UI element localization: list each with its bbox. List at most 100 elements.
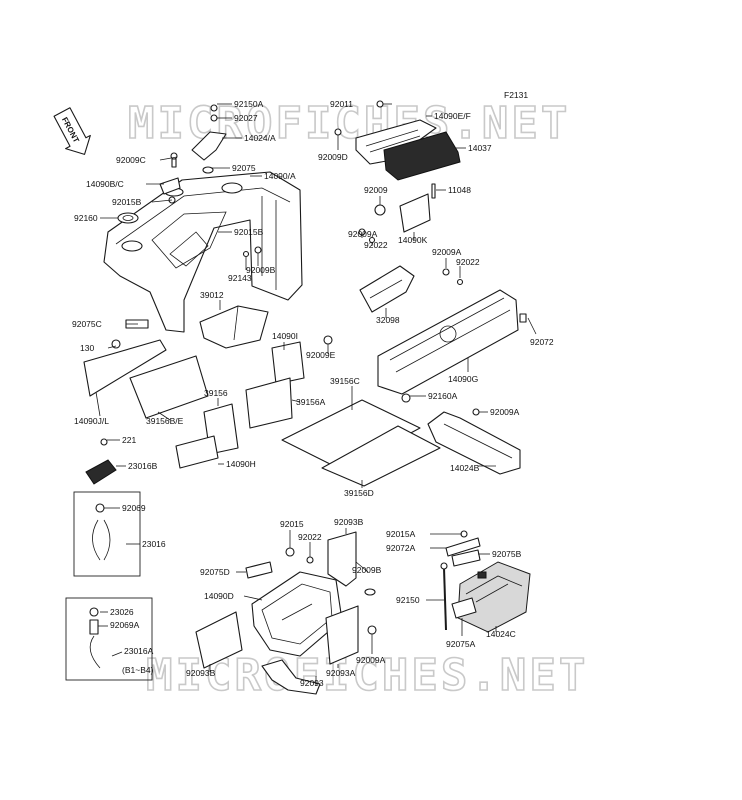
label-39156A: 39156A — [296, 397, 326, 407]
label-14090D: 14090D — [204, 591, 234, 601]
label-14024B: 14024B — [450, 463, 480, 473]
harness-23016A — [89, 607, 101, 669]
label-14090JL: 14090J/L — [74, 416, 109, 426]
fender-14090A — [103, 171, 303, 333]
label-92015: 92015 — [280, 519, 304, 529]
label-130: 130 — [80, 343, 94, 353]
nut-92015 — [285, 547, 314, 564]
sheet-39156C — [281, 399, 421, 471]
label-92069A: 92069A — [110, 620, 140, 630]
label-92160: 92160 — [74, 213, 98, 223]
label-14090H: 14090H — [226, 459, 256, 469]
holder-32098 — [358, 228, 415, 313]
rod-92150 — [440, 562, 448, 631]
pad-92075D — [245, 561, 273, 579]
label-221: 221 — [122, 435, 136, 445]
label-39156: 39156 — [204, 388, 228, 398]
label-92160A: 92160A — [428, 391, 458, 401]
label-11048: 11048 — [448, 185, 471, 195]
bracket-92093A — [325, 605, 377, 665]
label-92015A: 92015A — [386, 529, 416, 539]
label-92075C: 92075C — [72, 319, 102, 329]
label-92009C: 92009C — [116, 155, 146, 165]
label-92027: 92027 — [234, 113, 258, 123]
label-92022-2: 92022 — [456, 257, 480, 267]
label-92009A-3: 92009A — [490, 407, 520, 417]
label-14090EF: 14090E/F — [434, 111, 471, 121]
harness-23016-frame — [73, 491, 141, 577]
label-92093: 92093 — [300, 678, 324, 688]
label-23026: 23026 — [110, 607, 134, 617]
bracket-14024A — [191, 104, 227, 174]
inset-note: (B1~B4) — [122, 665, 154, 675]
label-92009: 92009 — [364, 185, 388, 195]
leader-lines — [95, 103, 537, 686]
label-92009D: 92009D — [318, 152, 348, 162]
label-39012: 39012 — [200, 290, 224, 300]
panel-14090G — [377, 268, 527, 395]
figure-code: F2131 — [504, 90, 528, 100]
label-92143: 92143 — [228, 273, 252, 283]
grommet-92160 — [117, 212, 139, 224]
pad-39156BE — [129, 355, 209, 419]
bolt-92009B-upper — [242, 246, 262, 258]
label-92011: 92011 — [330, 99, 353, 109]
label-23016B: 23016B — [128, 461, 158, 471]
label-92069: 92069 — [122, 503, 146, 513]
strap-92072A — [445, 530, 481, 557]
battery-14024C — [457, 561, 531, 633]
label-92015B-left: 92015B — [112, 197, 142, 207]
plate-14090I — [271, 335, 333, 385]
duct-39012 — [199, 305, 269, 349]
label-92075D: 92075D — [200, 567, 230, 577]
pad-92075A — [451, 597, 477, 619]
bracket-92093B-left — [195, 611, 243, 669]
label-92093A: 92093A — [326, 668, 356, 678]
label-39156C: 39156C — [330, 376, 360, 386]
label-32098: 32098 — [376, 315, 400, 325]
label-14090A: 14090/A — [264, 171, 296, 181]
label-92075B: 92075B — [492, 549, 522, 559]
inset-frame-b1-b4 — [65, 597, 153, 681]
label-92072A: 92072A — [386, 543, 416, 553]
pad-92075B — [451, 549, 481, 567]
cover-14090EF — [334, 100, 437, 165]
label-14090G: 14090G — [448, 374, 478, 384]
label-14024C: 14024C — [486, 629, 516, 639]
label-92009A-4: 92009A — [356, 655, 386, 665]
bolt-92009C — [170, 152, 178, 168]
plate-14090H — [175, 435, 219, 469]
label-92093B-right: 92093B — [334, 517, 364, 527]
label-14090BC: 14090B/C — [86, 179, 124, 189]
label-23016A: 23016A — [124, 646, 154, 656]
label-92022-1: 92022 — [364, 240, 388, 250]
label-39156BE: 39156B/E — [146, 416, 184, 426]
label-92022-3: 92022 — [298, 532, 322, 542]
label-92009B-lower: 92009B — [352, 565, 382, 575]
switch-23016B — [85, 438, 117, 485]
label-92075A: 92075A — [446, 639, 476, 649]
label-92075: 92075 — [232, 163, 256, 173]
label-14090I: 14090I — [272, 331, 298, 341]
label-92072: 92072 — [530, 337, 554, 347]
harness-23016 — [92, 503, 111, 561]
label-92150A: 92150A — [234, 99, 264, 109]
sheet-39156D — [321, 425, 441, 487]
label-92009E: 92009E — [306, 350, 336, 360]
part-labels: 92150A 92027 14024/A 92009C 92075 14090B… — [72, 99, 554, 688]
heatsink-14037 — [383, 131, 461, 181]
label-14037: 14037 — [468, 143, 492, 153]
label-14024A: 14024/A — [244, 133, 276, 143]
label-92009B-upper: 92009B — [246, 265, 276, 275]
bracket-92093 — [261, 659, 321, 695]
label-92093B-left: 92093B — [186, 668, 216, 678]
bracket-14024B — [401, 393, 521, 475]
label-39156D: 39156D — [344, 488, 374, 498]
pad-39156A — [245, 377, 293, 429]
label-92015B-mid: 92015B — [234, 227, 264, 237]
label-92009A-1: 92009A — [348, 229, 378, 239]
bracket-92093B-right — [327, 531, 376, 596]
label-23016: 23016 — [142, 539, 166, 549]
